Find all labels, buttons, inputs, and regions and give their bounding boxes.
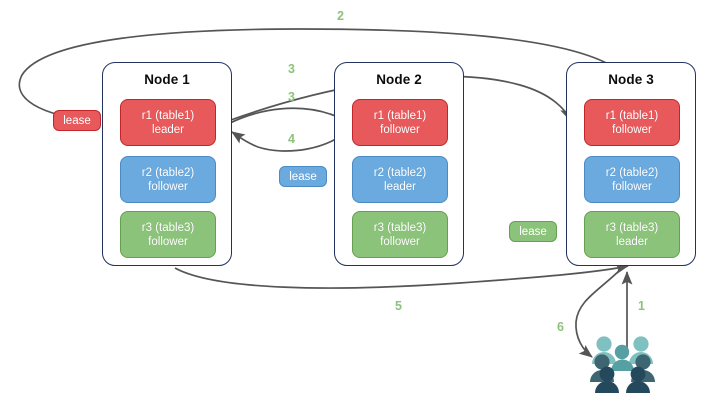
node-1-replica-r1[interactable]: r1 (table1) leader	[120, 99, 216, 146]
node-1-replica-r3-role: follower	[148, 235, 188, 248]
arrow-step-5	[174, 263, 629, 289]
node-1-replica-r1-role: leader	[152, 123, 184, 136]
node-2-replica-r1[interactable]: r1 (table1) follower	[352, 99, 448, 146]
node-2-replica-r1-role: follower	[380, 123, 420, 136]
node-3-replica-r1-name: r1 (table1)	[605, 109, 659, 122]
node-2-replica-r2-role: leader	[384, 180, 416, 193]
node-2-replica-r1-name: r1 (table1)	[373, 109, 427, 122]
node-3-replica-r2-name: r2 (table2)	[605, 166, 659, 179]
lease-badge-r2[interactable]: lease	[279, 166, 327, 187]
node-3-replica-r2[interactable]: r2 (table2) follower	[584, 156, 680, 203]
lease-badge-r3[interactable]: lease	[509, 221, 557, 242]
node-1-box[interactable]: Node 1 r1 (table1) leader r2 (table2) fo…	[102, 62, 232, 266]
node-3-title: Node 3	[608, 72, 654, 87]
step-label-2: 2	[337, 9, 344, 23]
arrow-step-6	[575, 267, 623, 358]
node-3-replica-r1-role: follower	[612, 123, 652, 136]
node-2-title: Node 2	[376, 72, 422, 87]
step-label-4: 4	[288, 132, 295, 146]
step-label-6: 6	[557, 320, 564, 334]
step-label-3b: 3	[288, 90, 295, 104]
node-3-replica-r3-role: leader	[616, 235, 648, 248]
node-3-replica-r1[interactable]: r1 (table1) follower	[584, 99, 680, 146]
node-1-replica-r3[interactable]: r3 (table3) follower	[120, 211, 216, 258]
node-1-replica-r2-name: r2 (table2)	[141, 166, 195, 179]
node-2-replica-r3[interactable]: r3 (table3) follower	[352, 211, 448, 258]
node-3-replica-r3-name: r3 (table3)	[605, 221, 659, 234]
node-2-replica-r3-name: r3 (table3)	[373, 221, 427, 234]
node-2-replica-r2[interactable]: r2 (table2) leader	[352, 156, 448, 203]
step-label-1: 1	[638, 299, 645, 313]
node-1-replica-r1-name: r1 (table1)	[141, 109, 195, 122]
node-3-box[interactable]: Node 3 r1 (table1) follower r2 (table2) …	[566, 62, 696, 266]
step-label-5: 5	[395, 299, 402, 313]
arrow-step-2	[18, 28, 613, 124]
node-2-replica-r3-role: follower	[380, 235, 420, 248]
node-1-replica-r2-role: follower	[148, 180, 188, 193]
node-3-replica-r2-role: follower	[612, 180, 652, 193]
people-group-shape	[590, 336, 655, 393]
node-1-replica-r2[interactable]: r2 (table2) follower	[120, 156, 216, 203]
node-2-replica-r2-name: r2 (table2)	[373, 166, 427, 179]
node-3-replica-r3[interactable]: r3 (table3) leader	[584, 211, 680, 258]
step-label-3a: 3	[288, 62, 295, 76]
arrow-step-4	[231, 127, 351, 152]
node-2-box[interactable]: Node 2 r1 (table1) follower r2 (table2) …	[334, 62, 464, 266]
node-1-replica-r3-name: r3 (table3)	[141, 221, 195, 234]
node-1-title: Node 1	[144, 72, 190, 87]
